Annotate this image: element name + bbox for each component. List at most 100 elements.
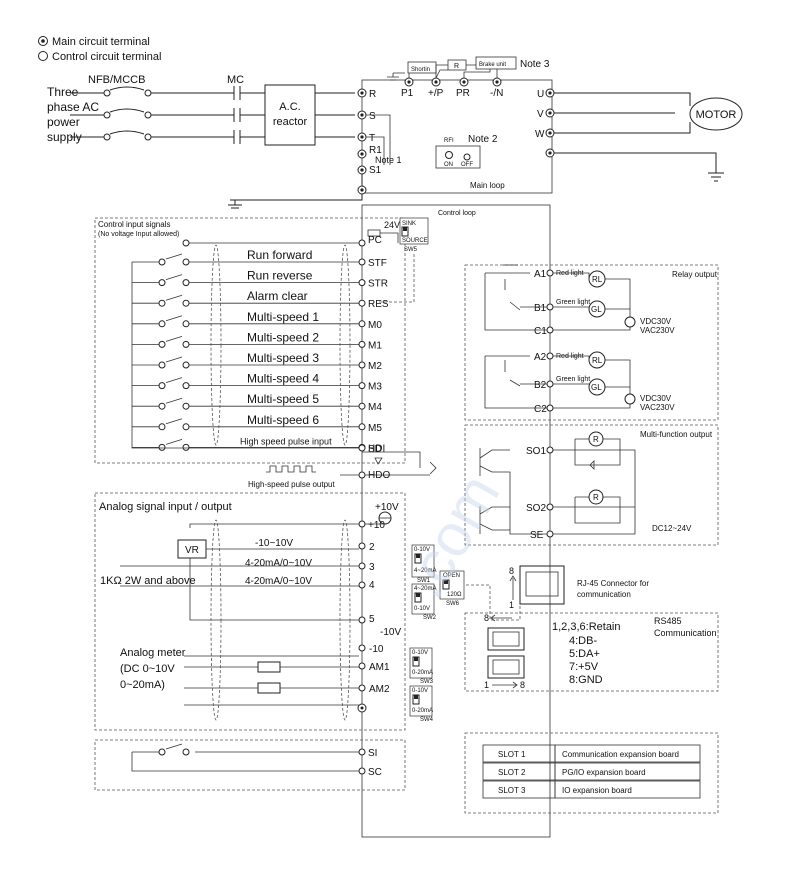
- term-c2: C2: [534, 404, 547, 415]
- control-input-row: Multi-speed 6 M5: [132, 413, 382, 434]
- power-input: NFB/MCCB MC Three phase AC power supply …: [47, 74, 355, 146]
- rj45-pin1: 1: [509, 600, 514, 610]
- slot-desc: IO expansion board: [562, 786, 632, 795]
- meter-line-1: Analog meter: [120, 647, 186, 659]
- signal-wire: [132, 439, 359, 448]
- switch-contact-left: [158, 443, 166, 451]
- term-2: 2: [369, 542, 375, 553]
- rs485-pin-retain: 1,2,3,6:Retain: [552, 621, 621, 633]
- term-se: SE: [530, 530, 544, 541]
- switch-contact-right: [182, 340, 190, 348]
- rj45-label-1: RJ-45 Connector for: [577, 579, 649, 588]
- brake-unit-label: Brake unit: [479, 62, 506, 68]
- dc-label: DC12~24V: [652, 524, 692, 533]
- switch-contact-left: [158, 402, 166, 410]
- ac-reactor: [264, 84, 316, 146]
- rfi-on: ON: [444, 162, 453, 168]
- signal-wire: [132, 397, 359, 407]
- rl-lamp-2: RL: [592, 356, 603, 365]
- motor: [689, 97, 743, 131]
- contactor-label: MC: [227, 74, 244, 86]
- hdo-label: High-speed pulse output: [248, 480, 336, 489]
- control-input-row: Multi-speed 1 M0: [132, 310, 382, 331]
- vac-2: VAC230V: [640, 403, 675, 412]
- vac-1: VAC230V: [640, 326, 675, 335]
- signal-wire: [132, 377, 359, 386]
- signal-label: Multi-speed 1: [247, 310, 319, 324]
- signal-terminal: STF: [368, 258, 387, 269]
- signal-label: Run reverse: [247, 269, 313, 283]
- relay-section: Relay output A1 B1 C1 A2 B2 C2 Red light…: [464, 264, 719, 421]
- sw4-top: 0-10V: [412, 688, 428, 694]
- rs485-section: 8 1 8 1,2,3,6:Retain 4:DB- 5:DA+ 7:+5V 8…: [464, 612, 719, 692]
- multifunction-section: Multi-function output SO1 SO2 SE R R DC1…: [464, 424, 719, 546]
- control-input-row: Multi-speed 5M4: [132, 392, 382, 413]
- slot-desc-cell: [554, 744, 701, 763]
- slot-id: SLOT 3: [498, 786, 526, 795]
- rs485-title-1: RS485: [654, 616, 682, 626]
- term-sd: SD: [368, 444, 382, 455]
- signal-wire: [132, 253, 359, 263]
- signal-label: Run forward: [247, 248, 312, 262]
- sw2-switch[interactable]: [411, 583, 435, 615]
- rs485-pin-5v: 7:+5V: [569, 661, 599, 673]
- minus10v-label: -10V: [380, 627, 401, 638]
- switch-contact-left: [158, 423, 166, 431]
- switch-contact-left: [158, 382, 166, 390]
- term-c1: C1: [534, 326, 547, 337]
- sw4-switch[interactable]: [409, 685, 433, 717]
- signal-label: Alarm clear: [247, 289, 308, 303]
- term-w: W: [535, 129, 545, 140]
- signal-terminal: M4: [368, 402, 382, 413]
- term-so1: SO1: [526, 446, 546, 457]
- control-terminal: [358, 279, 366, 287]
- gl-lamp-1: GL: [591, 305, 602, 314]
- signal-label: Multi-speed 2: [247, 330, 319, 344]
- control-input-section: Control input signals (No voltage Input …: [94, 217, 437, 475]
- switch-contact-right: [182, 299, 190, 307]
- multifunction-title: Multi-function output: [640, 430, 713, 439]
- control-terminal: [358, 423, 366, 431]
- sw3-switch[interactable]: [409, 647, 433, 679]
- control-input-row: Multi-speed 4M3: [132, 372, 382, 393]
- motor-label: MOTOR: [696, 109, 737, 121]
- control-terminal: [358, 258, 366, 266]
- analog-switches: 0-10V 4~20mA SW1 4~20mA 0-10V SW2 OPEN 1…: [409, 544, 465, 723]
- legend-control-circuit: Control circuit terminal: [52, 51, 161, 63]
- rs485-top-8: 8: [484, 613, 489, 623]
- switch-contact-right: [182, 402, 190, 410]
- relay-title: Relay output: [672, 270, 718, 279]
- analog-title: Analog signal input / output: [99, 501, 232, 513]
- control-terminal: [358, 320, 366, 328]
- sw2-top: 4~20mA: [414, 586, 437, 592]
- range-1: -10~10V: [255, 538, 293, 549]
- sw5-top: SINK: [402, 221, 416, 227]
- signal-wire: [132, 315, 359, 325]
- sw1-switch[interactable]: [411, 544, 435, 578]
- signal-terminal: M1: [368, 340, 382, 351]
- si-sc-section: SI SC: [94, 739, 406, 791]
- signal-label: Multi-speed 6: [247, 413, 319, 427]
- signal-terminal: M5: [368, 423, 382, 434]
- sw4-name: SW4: [420, 717, 434, 723]
- rfi-switch[interactable]: [435, 145, 481, 169]
- signal-terminal: M0: [368, 320, 382, 331]
- vr-label: VR: [185, 545, 199, 556]
- term-b1: B1: [534, 303, 547, 314]
- switch-contact-left: [158, 320, 166, 328]
- sw4-bottom: 0-20mA: [412, 708, 433, 714]
- main-input-terminals: R S T R1 S1 Note 1: [357, 88, 402, 176]
- term-n: -/N: [490, 88, 503, 99]
- signal-label: High speed pulse input: [240, 436, 332, 446]
- rs485-bottom-1: 1: [484, 680, 489, 690]
- sw6-switch[interactable]: [439, 570, 465, 600]
- slot-desc: PG/IO expansion board: [562, 768, 646, 777]
- mf-relay-1: R: [593, 435, 599, 444]
- supply-24v: 24V: [384, 220, 400, 230]
- switch-contact-left: [158, 258, 166, 266]
- rs485-pin-da: 5:DA+: [569, 648, 600, 660]
